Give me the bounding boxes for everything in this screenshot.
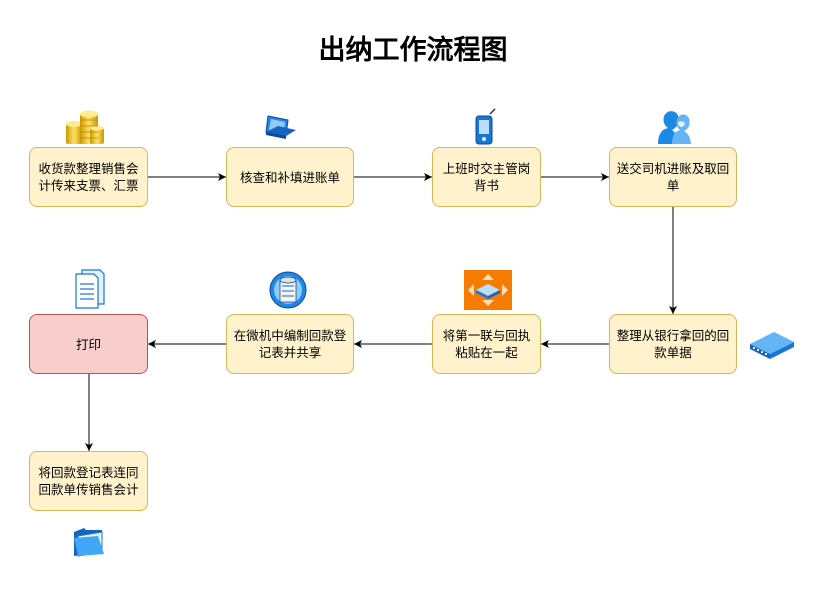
node-n8-print: 打印 — [29, 314, 148, 374]
pda-icon — [475, 108, 496, 145]
node-n6: 将第一联与回执粘贴在一起 — [432, 314, 541, 374]
node-n3: 上班时交主管岗背书 — [432, 147, 541, 207]
documents-icon — [75, 269, 105, 309]
users-icon — [658, 111, 691, 144]
database-globe-icon — [269, 271, 307, 309]
node-n5: 整理从银行拿回的回款单据 — [609, 314, 737, 374]
node-n9: 将回款登记表连同回款单传销售会计 — [29, 451, 148, 511]
page-title: 出纳工作流程图 — [318, 35, 508, 66]
server-arrows-icon — [464, 270, 512, 310]
node-n2: 核查和补填进账单 — [226, 147, 354, 207]
coins-icon — [66, 110, 104, 144]
folder-icon — [74, 528, 104, 557]
node-n4: 送交司机进账及取回单 — [609, 147, 737, 207]
node-n7: 在微机中编制回款登记表并共享 — [226, 314, 354, 374]
node-n1: 收货款整理销售会计传来支票、汇票 — [29, 147, 148, 207]
network-switch-icon — [750, 332, 794, 359]
laptop-icon — [265, 115, 296, 139]
